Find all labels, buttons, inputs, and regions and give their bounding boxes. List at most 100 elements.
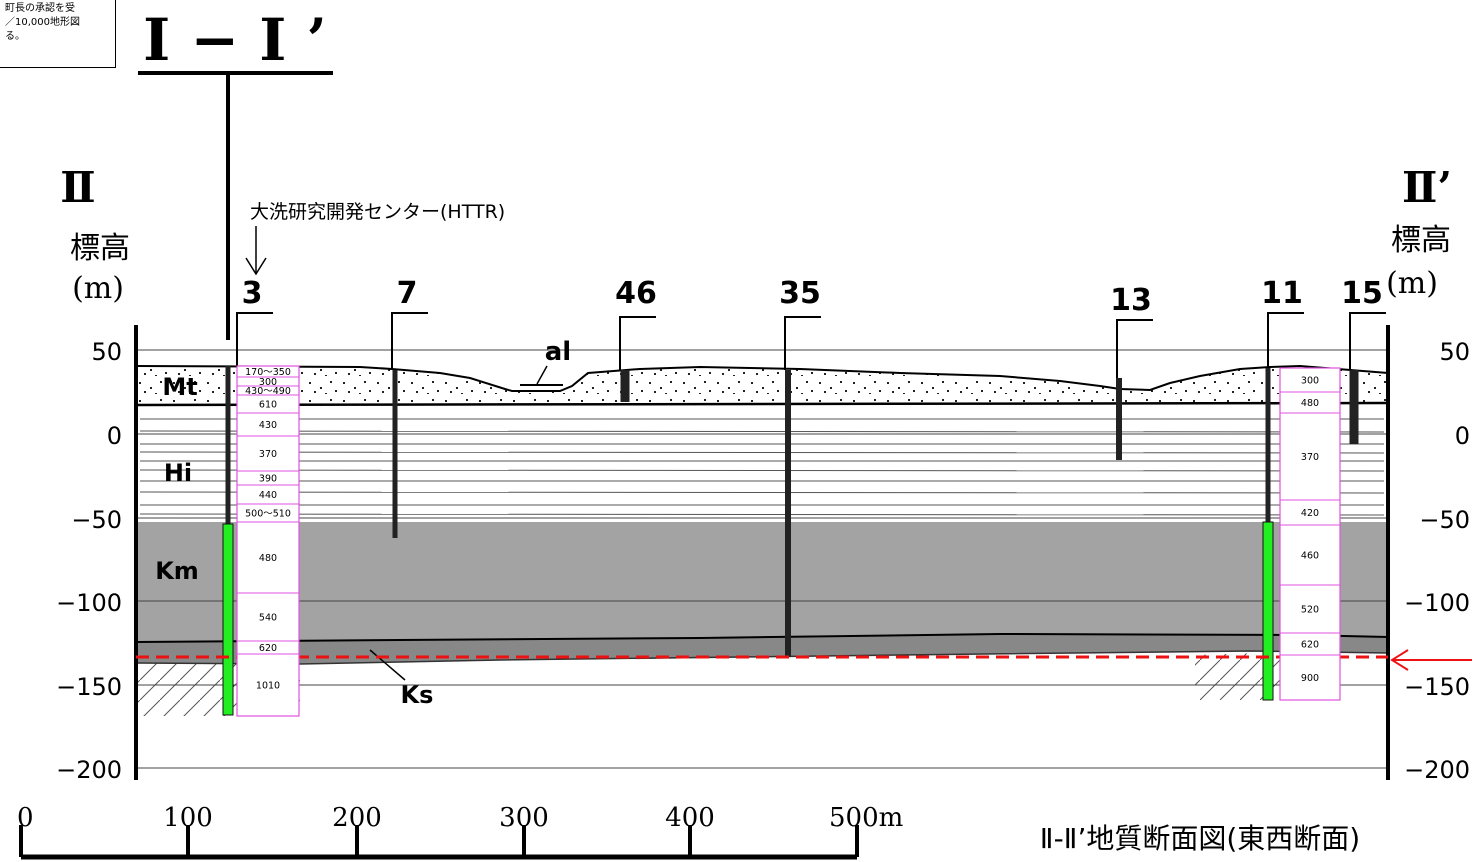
left-axis-label-line1: 標高 bbox=[70, 231, 130, 266]
right-elevation-tick-label: −200 bbox=[1404, 756, 1470, 784]
stratum-Mt bbox=[136, 366, 1388, 406]
stratum-Km bbox=[136, 522, 1388, 642]
right-axis-label-line2: (m) bbox=[1386, 266, 1438, 301]
stratum-label-Ks-leader bbox=[369, 649, 406, 681]
stratum-label-Mt: Mt bbox=[162, 373, 197, 401]
borehole-flag bbox=[1116, 319, 1153, 378]
scale-bar-label: 400 bbox=[665, 803, 715, 833]
hi-lamination-line bbox=[139, 451, 1385, 454]
velocity-log-value: 480 bbox=[1301, 398, 1319, 409]
velocity-log-value: 1010 bbox=[256, 681, 280, 692]
stratum-bedrock-right bbox=[1195, 652, 1290, 700]
left-endpoint-label: Ⅱ bbox=[60, 163, 95, 212]
scale-bar-label: 100 bbox=[163, 803, 213, 833]
borehole-flag bbox=[236, 312, 273, 366]
stratum-label-al: al bbox=[545, 337, 571, 367]
borehole-label: 35 bbox=[779, 276, 821, 311]
velocity-log-value: 500～510 bbox=[245, 509, 291, 520]
velocity-log-value: 420 bbox=[1301, 508, 1319, 519]
borehole-label: 46 bbox=[615, 276, 657, 311]
scale-bar: 0 100 200 300 400 500m bbox=[17, 803, 903, 860]
scale-bar-label: 300 bbox=[499, 803, 549, 833]
hi-lamination-line bbox=[139, 491, 1385, 494]
stratum-label-Ks: Ks bbox=[401, 681, 434, 709]
borehole-flag bbox=[784, 316, 821, 370]
right-endpoint-label: Ⅱ’ bbox=[1402, 163, 1452, 212]
borehole-flag bbox=[619, 316, 656, 370]
velocity-log-value: 370 bbox=[259, 449, 277, 460]
stratum-label-Hi: Hi bbox=[164, 459, 192, 487]
right-elevation-tick-label: 0 bbox=[1455, 422, 1470, 450]
hi-lamination-line bbox=[139, 513, 1385, 516]
left-elevation-tick-label: −50 bbox=[71, 506, 122, 534]
borehole-label: 13 bbox=[1110, 283, 1152, 318]
elevation-tick-group: 50 50 0 0 −50 −50 −100 −100 −150 −150 −200 −200 bbox=[56, 338, 1470, 784]
borehole-column-highlight bbox=[1262, 521, 1274, 701]
left-elevation-tick-label: −100 bbox=[56, 589, 122, 617]
elevation-gridlines bbox=[136, 349, 1388, 769]
right-elevation-tick-label: −50 bbox=[1419, 506, 1470, 534]
copyright-note-line-1: 町長の承認を受 bbox=[5, 3, 75, 14]
scale-bar-label: 500m bbox=[829, 803, 903, 833]
left-axis-label-line2: (m) bbox=[72, 271, 124, 306]
borehole-label: 7 bbox=[397, 276, 418, 311]
right-elevation-tick-label: −100 bbox=[1404, 589, 1470, 617]
borehole-column bbox=[392, 370, 398, 538]
velocity-log-value: 540 bbox=[259, 613, 277, 624]
borehole-label: 15 bbox=[1341, 276, 1383, 311]
right-elevation-tick-label: −150 bbox=[1404, 673, 1470, 701]
hi-lamination-line bbox=[139, 430, 1385, 433]
left-elevation-tick-label: −200 bbox=[56, 756, 122, 784]
facility-arrow-head bbox=[245, 257, 267, 276]
borehole-flag bbox=[1267, 312, 1304, 368]
velocity-log-value: 430 bbox=[259, 420, 277, 431]
scale-bar-label: 0 bbox=[17, 803, 34, 833]
borehole-column bbox=[620, 370, 630, 402]
borehole-flag bbox=[391, 312, 428, 370]
velocity-log-value: 610 bbox=[259, 400, 277, 411]
velocity-log-value: 620 bbox=[1301, 640, 1319, 651]
figure-caption: Ⅱ-Ⅱ’地質断面図(東西断面) bbox=[1040, 822, 1360, 855]
boundary-Mt-Hi bbox=[135, 401, 1389, 407]
velocity-log-value: 170～350 bbox=[245, 367, 291, 378]
borehole-column bbox=[1116, 378, 1122, 460]
reference-arrow-head bbox=[1390, 649, 1409, 671]
velocity-log-value: 390 bbox=[259, 474, 277, 485]
copyright-note-line-2: ／10,000地形図 bbox=[5, 17, 80, 28]
velocity-log-value: 480 bbox=[259, 553, 277, 564]
velocity-log-value: 430～490 bbox=[245, 386, 291, 397]
ground-surface-line bbox=[135, 364, 1389, 392]
borehole-label: 3 bbox=[242, 276, 263, 311]
velocity-log-frame bbox=[236, 365, 300, 717]
stratum-Hi-laminations bbox=[139, 418, 1385, 516]
section-key-label: I − I ’ bbox=[143, 6, 327, 74]
stratum-label-al-leader bbox=[536, 365, 548, 385]
left-elevation-tick-label: −150 bbox=[56, 673, 122, 701]
scale-bar-label: 200 bbox=[332, 803, 382, 833]
borehole-group: 3 7 46 35 13 11 15 bbox=[222, 276, 1386, 716]
copyright-note-line-3: る。 bbox=[5, 31, 25, 42]
velocity-log-value: 440 bbox=[259, 490, 277, 501]
velocity-log-value: 520 bbox=[1301, 605, 1319, 616]
facility-label: 大洗研究開発センター(HTTR) bbox=[250, 201, 505, 223]
right-axis-label-line1: 標高 bbox=[1391, 223, 1451, 258]
right-elevation-tick-label: 50 bbox=[1439, 338, 1470, 366]
borehole-column bbox=[1349, 370, 1359, 444]
left-elevation-tick-label: 50 bbox=[91, 338, 122, 366]
velocity-log-value: 370 bbox=[1301, 452, 1319, 463]
velocity-log-value: 300 bbox=[259, 377, 277, 388]
left-elevation-tick-label: 0 bbox=[107, 422, 122, 450]
borehole-column-highlight bbox=[222, 523, 234, 716]
borehole-label: 11 bbox=[1261, 276, 1303, 311]
borehole-flag bbox=[1349, 312, 1386, 370]
borehole-column bbox=[785, 370, 791, 657]
hi-lamination-line bbox=[139, 469, 1385, 472]
velocity-log-value: 460 bbox=[1301, 551, 1319, 562]
velocity-log-value: 620 bbox=[259, 643, 277, 654]
stratum-label-Km: Km bbox=[155, 557, 199, 585]
velocity-log-value: 300 bbox=[1301, 376, 1319, 387]
